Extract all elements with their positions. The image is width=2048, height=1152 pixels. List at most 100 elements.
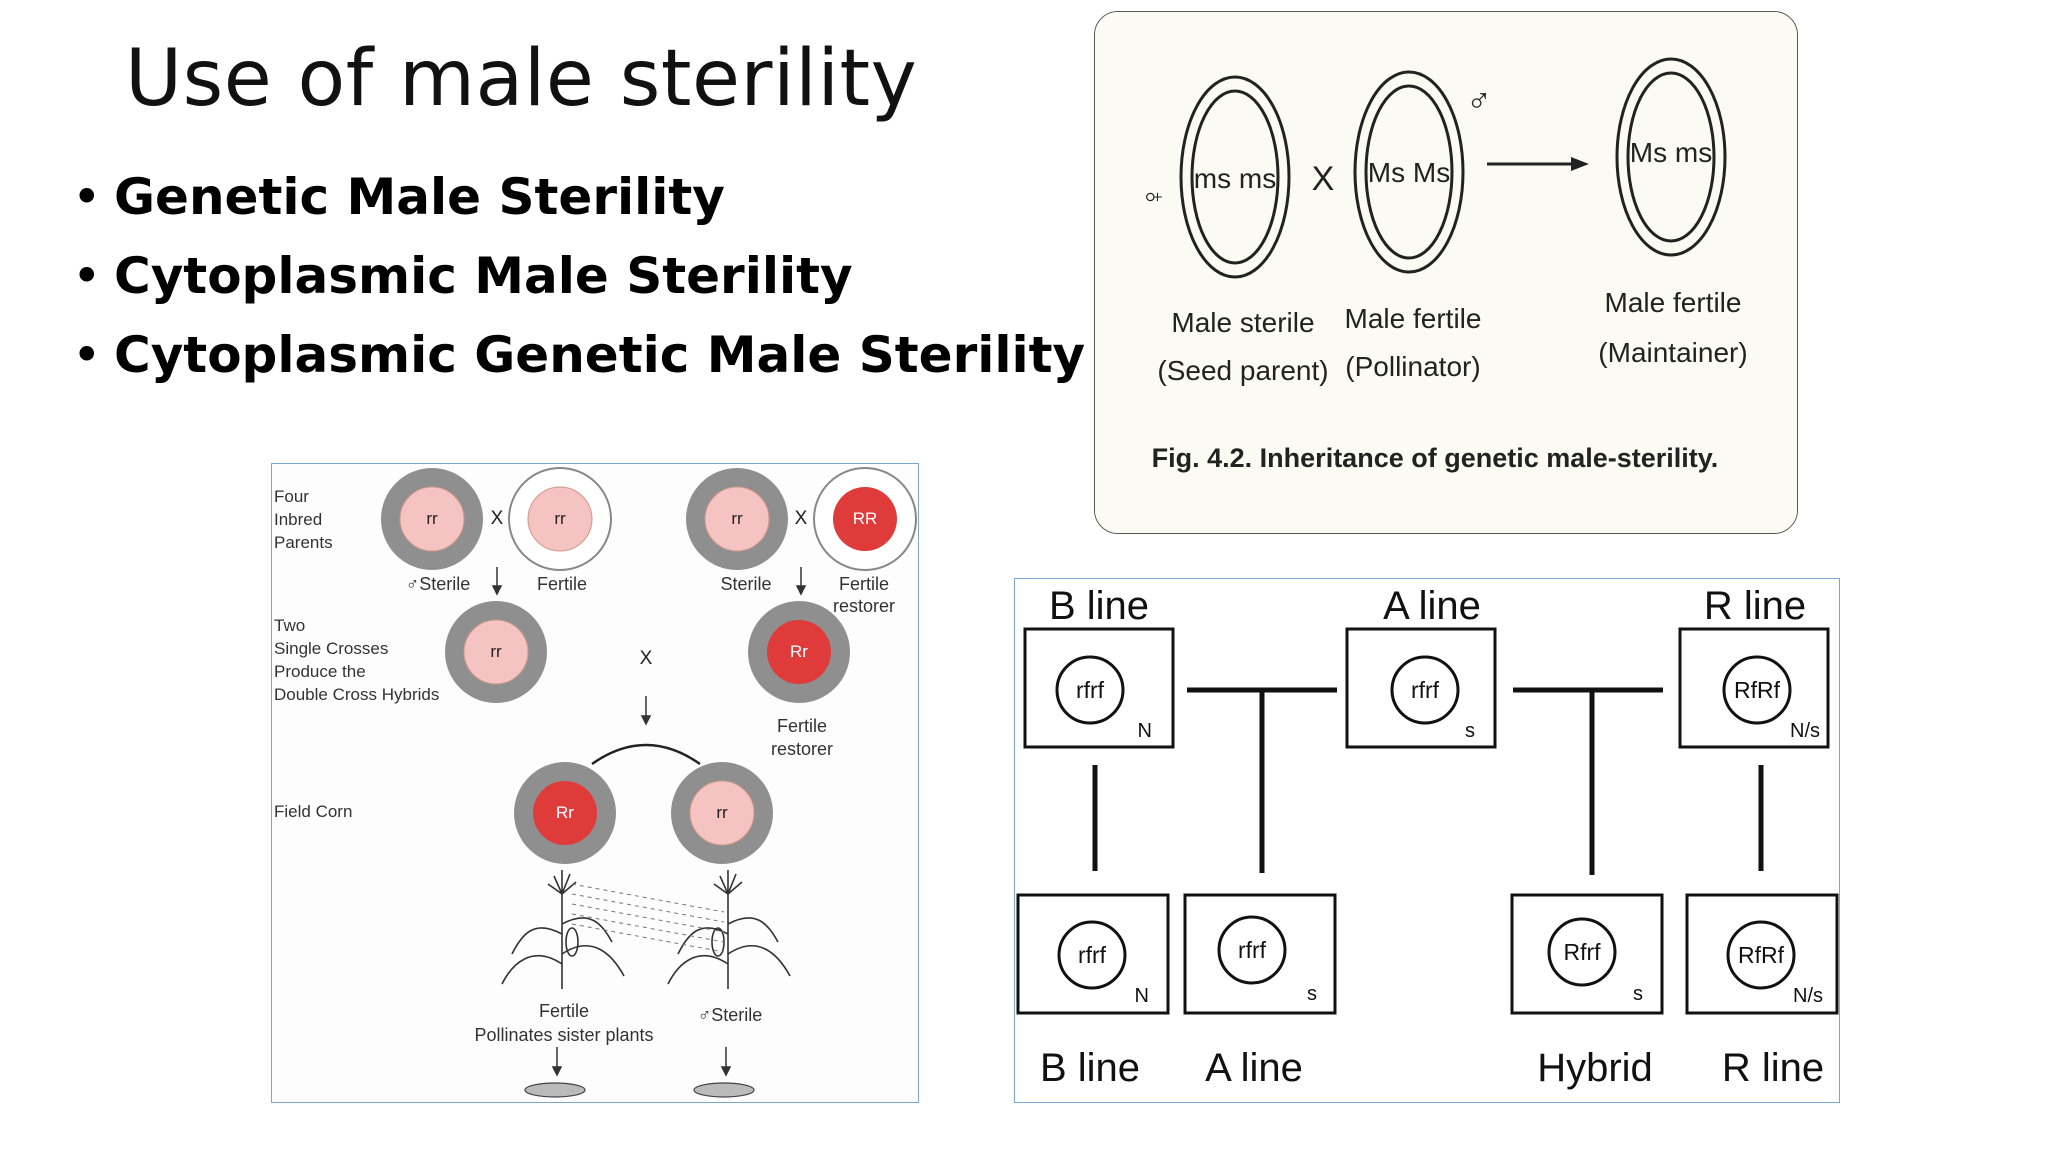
genetic-male-sterility-figure: ♀ ♂ X ms ms Ms Ms Ms ms Male sterile (Se… xyxy=(1094,11,1798,534)
top-genotype-b-line: rfrf xyxy=(1076,677,1105,703)
row1-label-line: Four xyxy=(274,487,309,506)
top-box-b-line xyxy=(1023,627,1175,749)
bullet-dot: • xyxy=(72,168,102,226)
single-cross1-core xyxy=(463,619,529,685)
parent2-label: Fertile xyxy=(537,574,587,594)
bottom-circle-hybrid xyxy=(1547,917,1617,987)
parent2-outer-ring xyxy=(1353,70,1465,274)
parent2-label: Male fertile xyxy=(1345,303,1482,334)
bottom-cytoplasm-hybrid: s xyxy=(1633,983,1643,1005)
bottom-genotype-a-line: rfrf xyxy=(1238,937,1267,963)
field-corn2-core xyxy=(689,780,755,846)
figure-caption: Fig. 4.2. Inheritance of genetic male-st… xyxy=(1152,443,1719,473)
bottom-box-hybrid xyxy=(1510,893,1664,1015)
bottom-cytoplasm-r-line: N/s xyxy=(1793,985,1823,1007)
parent1-label: ♂Sterile xyxy=(406,574,471,594)
top-box-a-line xyxy=(1345,627,1497,749)
corn-plant-left xyxy=(501,870,625,989)
top-header-b-line: B line xyxy=(1049,584,1149,628)
single-cross2-restorer-core xyxy=(767,620,831,684)
top-circle-r-line xyxy=(1722,655,1792,725)
offspring-outer-ring xyxy=(1615,57,1727,257)
parent4-label-line: restorer xyxy=(833,596,895,616)
down-arrowhead xyxy=(640,715,652,726)
bullet-list: •Genetic Male Sterility •Cytoplasmic Mal… xyxy=(72,158,1085,395)
down-arrowhead xyxy=(720,1066,732,1077)
bottom-cytoplasm-b-line: N xyxy=(1135,985,1149,1007)
offspring-label: Male fertile xyxy=(1605,287,1742,318)
row2-label-line: Produce the xyxy=(274,662,366,681)
offspring-inner-ring xyxy=(1626,71,1716,243)
cms-three-line-figure: B line A line R line xyxy=(1014,578,1840,1103)
row2-label-line: Single Crosses xyxy=(274,639,388,658)
field-corn2-genotype: rr xyxy=(716,803,728,822)
parent3-core xyxy=(704,486,770,552)
corn-double-cross-figure: Four Inbred Parents Two Single Crosses P… xyxy=(271,463,919,1103)
top-cytoplasm-b-line: N xyxy=(1138,720,1152,742)
parent2-inner-ring xyxy=(1364,84,1454,260)
row1-label-line: Parents xyxy=(274,533,333,552)
down-arrowhead xyxy=(491,585,503,596)
bottom-box-b-line xyxy=(1016,893,1170,1015)
parent3-genotype: rr xyxy=(731,509,743,528)
genetic-figure-svg: ♀ ♂ X ms ms Ms Ms Ms ms Male sterile (Se… xyxy=(1095,12,1797,533)
parent1-outer-ring xyxy=(1179,75,1291,279)
top-header-a-line: A line xyxy=(1383,584,1481,628)
cross-symbol: X xyxy=(1312,160,1335,198)
bottom-genotype-r-line: RfRf xyxy=(1738,942,1785,968)
corn-figure-svg: Four Inbred Parents Two Single Crosses P… xyxy=(274,467,917,1098)
bullet-item: •Genetic Male Sterility xyxy=(72,158,1085,237)
corn-plant-right xyxy=(667,870,791,989)
cross-symbol: X xyxy=(640,648,653,669)
single-cross2-label-line: restorer xyxy=(771,739,833,759)
bullet-dot: • xyxy=(72,247,102,305)
top-cytoplasm-a-line: s xyxy=(1465,720,1475,742)
top-header-r-line: R line xyxy=(1704,584,1806,628)
top-box-r-line xyxy=(1678,627,1830,749)
field-corn1-core xyxy=(533,781,597,845)
row1-label-line: Inbred xyxy=(274,510,322,529)
parent4-label-line: Fertile xyxy=(839,574,889,594)
top-circle-b-line xyxy=(1055,655,1125,725)
bottom-box-r-line xyxy=(1685,893,1839,1015)
bottom-header-hybrid: Hybrid xyxy=(1537,1046,1653,1090)
bottom-genotype-hybrid: Rfrf xyxy=(1563,939,1601,965)
corn-ear-right xyxy=(693,1082,755,1098)
bottom-circle-a-line xyxy=(1217,915,1287,985)
parent1-core xyxy=(399,486,465,552)
single-cross2-genotype: Rr xyxy=(790,642,808,661)
bottom-box-a-line xyxy=(1183,893,1337,1015)
row3-label: Field Corn xyxy=(274,802,352,821)
plant1-label-line: Fertile xyxy=(539,1001,589,1021)
single-cross1-genotype: rr xyxy=(490,642,502,661)
bullet-text: Genetic Male Sterility xyxy=(114,168,725,226)
bottom-cytoplasm-a-line: s xyxy=(1307,983,1317,1005)
cross-arc xyxy=(591,743,701,766)
parent4-restorer-core xyxy=(833,487,897,551)
bottom-circle-r-line xyxy=(1726,920,1796,990)
parent1-label: Male sterile xyxy=(1171,307,1314,338)
bottom-header-r-line: R line xyxy=(1722,1046,1824,1090)
down-arrowhead xyxy=(551,1066,563,1077)
slide-title: Use of male sterility xyxy=(125,34,918,124)
offspring-sublabel: (Maintainer) xyxy=(1598,337,1747,368)
cms-figure-svg: B line A line R line xyxy=(1016,584,1839,1090)
row2-label-line: Two xyxy=(274,616,305,635)
plant1-label-line: Pollinates sister plants xyxy=(474,1025,653,1045)
field-corn1-genotype: Rr xyxy=(556,803,574,822)
parent2-core xyxy=(527,486,593,552)
cross-symbol: X xyxy=(795,508,808,529)
bullet-dot: • xyxy=(72,326,102,384)
pollen-dashes xyxy=(571,883,725,953)
parent1-genotype: ms ms xyxy=(1194,163,1276,194)
top-cytoplasm-r-line: N/s xyxy=(1790,720,1820,742)
parent3-label: Sterile xyxy=(720,574,771,594)
bottom-header-a-line: A line xyxy=(1205,1046,1303,1090)
bottom-circle-b-line xyxy=(1057,920,1127,990)
parent1-sublabel: (Seed parent) xyxy=(1157,355,1328,386)
row2-label-line: Double Cross Hybrids xyxy=(274,685,439,704)
top-circle-a-line xyxy=(1390,655,1460,725)
bottom-genotype-b-line: rfrf xyxy=(1078,942,1107,968)
cross-symbol: X xyxy=(491,508,504,529)
cross-arrowhead xyxy=(1571,157,1589,171)
